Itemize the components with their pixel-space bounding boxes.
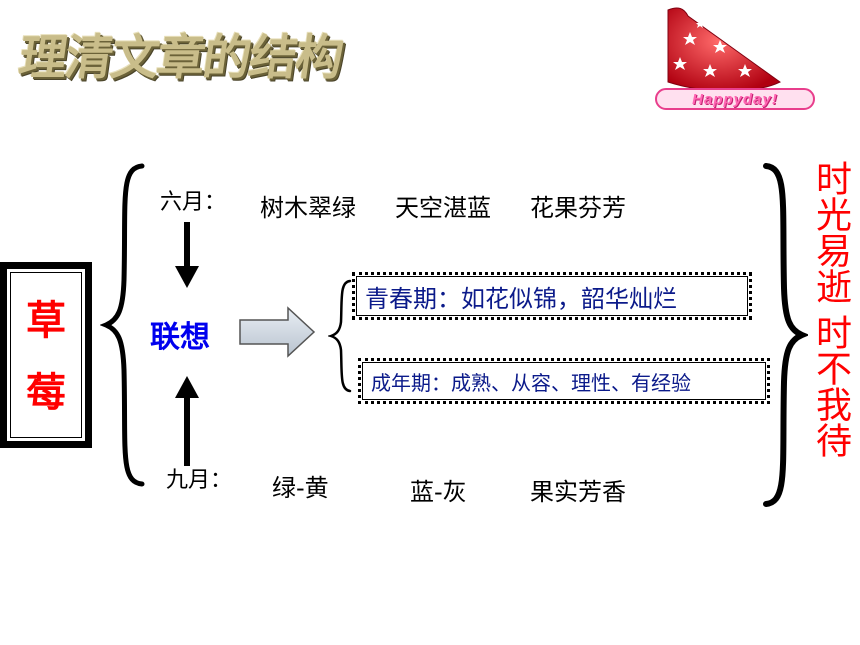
slide-title: 理清文章的结构	[15, 30, 346, 86]
adult-text: 成年期：成熟、从容、理性、有经验	[371, 370, 691, 395]
right-block-arrow	[239, 306, 316, 358]
happyday-text: Happyday!	[692, 90, 778, 108]
conclusion-line-1: 时光易逝	[810, 160, 851, 304]
june-item: 树木翠绿	[260, 194, 356, 222]
party-hat-icon	[667, 7, 781, 92]
conclusion-line-2: 时不我待	[810, 314, 851, 458]
down-arrow	[175, 222, 199, 288]
main-topic-box: 草莓	[0, 262, 92, 448]
conclusion-text: 时光易逝 时不我待	[808, 160, 852, 458]
happyday-badge: Happyday!	[655, 88, 815, 110]
september-label: 九月：	[166, 468, 233, 493]
main-topic-text: 草莓	[26, 297, 66, 416]
youth-text: 青春期：如花似锦，韶华灿烂	[365, 284, 677, 313]
adult-box: 成年期：成熟、从容、理性、有经验	[358, 358, 770, 404]
september-item: 果实芳香	[530, 478, 626, 506]
june-item: 天空湛蓝	[395, 194, 491, 222]
right-brace	[763, 163, 808, 507]
left-brace	[100, 163, 145, 487]
june-item: 花果芬芳	[530, 194, 626, 222]
youth-box: 青春期：如花似锦，韶华灿烂	[352, 272, 752, 320]
inner-brace	[328, 279, 352, 393]
association-label: 联想	[150, 320, 210, 355]
up-arrow	[175, 376, 199, 466]
september-item: 绿-黄	[272, 474, 329, 502]
september-item: 蓝-灰	[410, 478, 467, 506]
june-label: 六月：	[160, 190, 227, 215]
